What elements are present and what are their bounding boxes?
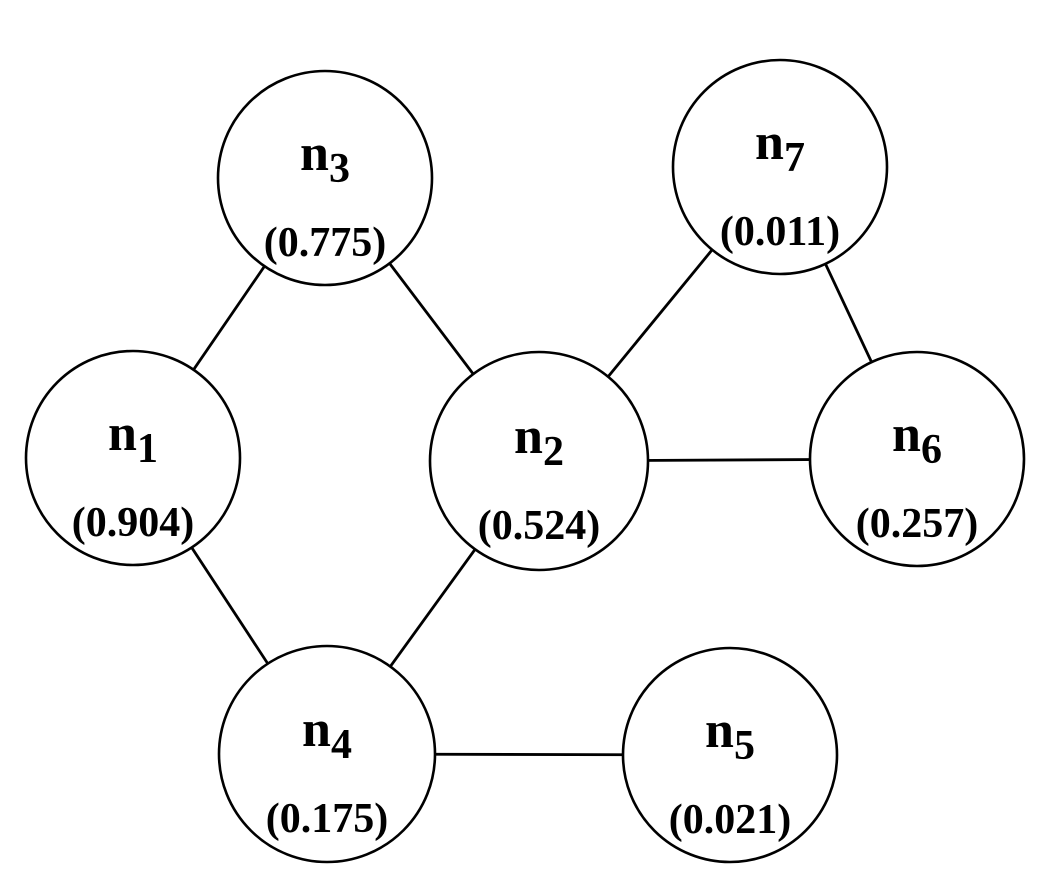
node-label-main: n xyxy=(108,405,137,462)
node-value-n5: (0.021) xyxy=(669,797,791,843)
node-label-subscript: 5 xyxy=(734,723,755,769)
node-value-n3: (0.775) xyxy=(264,220,386,266)
node-n3: n3 (0.775) xyxy=(216,69,434,287)
node-label-n1: n1 xyxy=(108,405,158,472)
node-label-main: n xyxy=(892,406,921,463)
node-n4: n4 (0.175) xyxy=(217,644,437,864)
nodes-layer: n1(0.904)n2(0.524)n3(0.775)n4(0.175)n5(0… xyxy=(24,58,1026,864)
node-label-n6: n6 xyxy=(892,406,942,473)
node-label-subscript: 2 xyxy=(543,429,564,475)
node-label-main: n xyxy=(300,125,329,182)
node-value-n6: (0.257) xyxy=(856,501,978,547)
node-label-subscript: 6 xyxy=(921,427,942,473)
node-n7: n7 (0.011) xyxy=(671,58,889,276)
node-circle-n6 xyxy=(808,350,1026,568)
node-label-subscript: 1 xyxy=(137,426,158,472)
node-circle-n2 xyxy=(428,350,650,572)
node-value-n2: (0.524) xyxy=(478,503,600,549)
node-label-main: n xyxy=(514,408,543,465)
node-circle-n3 xyxy=(216,69,434,287)
node-label-subscript: 3 xyxy=(329,146,350,192)
node-circle-n5 xyxy=(621,646,839,864)
node-n6: n6 (0.257) xyxy=(808,350,1026,568)
node-label-main: n xyxy=(705,702,734,759)
node-value-n4: (0.175) xyxy=(266,796,388,842)
node-value-n7: (0.011) xyxy=(720,209,840,255)
node-label-subscript: 7 xyxy=(784,135,805,181)
node-circle-n7 xyxy=(671,58,889,276)
node-label-n5: n5 xyxy=(705,702,755,769)
node-label-main: n xyxy=(755,114,784,171)
node-label-n3: n3 xyxy=(300,125,350,192)
node-label-n7: n7 xyxy=(755,114,805,181)
node-label-main: n xyxy=(302,701,331,758)
node-label-n4: n4 xyxy=(302,701,352,768)
node-n2: n2 (0.524) xyxy=(428,350,650,572)
node-circle-n1 xyxy=(24,349,242,567)
node-n1: n1 (0.904) xyxy=(24,349,242,567)
node-label-n2: n2 xyxy=(514,408,564,475)
node-value-n1: (0.904) xyxy=(72,500,194,546)
node-n5: n5 (0.021) xyxy=(621,646,839,864)
node-circle-n4 xyxy=(217,644,437,864)
node-label-subscript: 4 xyxy=(331,722,352,768)
